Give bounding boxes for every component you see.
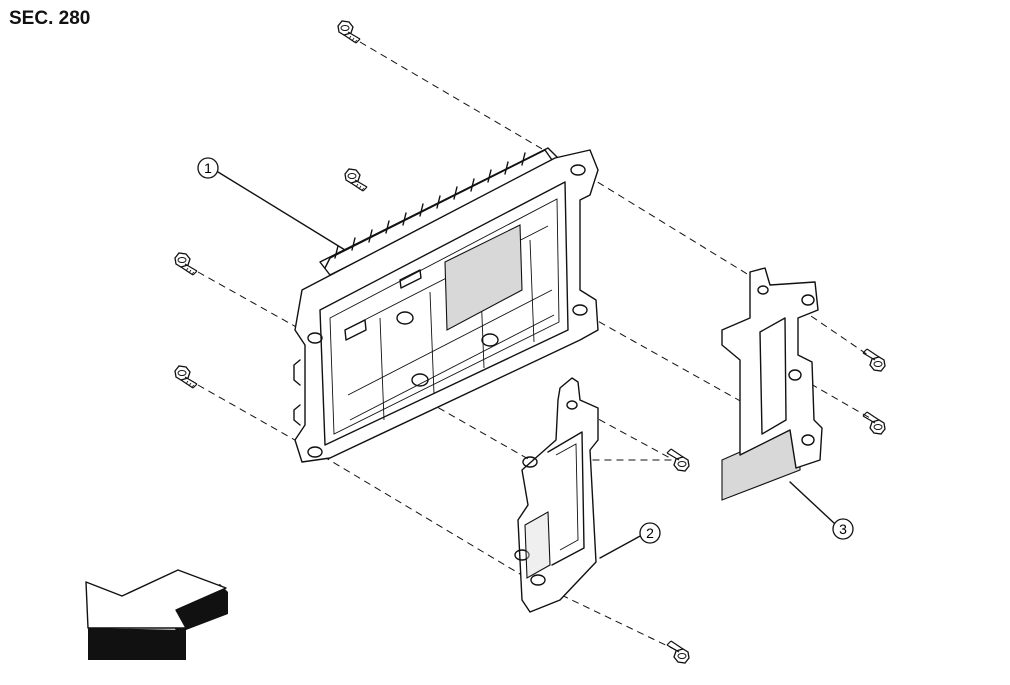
bolt-icon [174,252,198,276]
front-direction-arrow-icon [85,569,228,660]
callout-2: 2 [639,522,661,544]
callout-1-label: 1 [204,160,212,176]
callout-leaders [217,171,835,559]
callout-3-label: 3 [839,521,847,537]
callout-1: 1 [197,157,219,179]
control-unit [293,147,599,463]
callout-3: 3 [832,518,854,540]
bolt-icon [666,640,690,664]
bolt-icon [862,348,886,372]
bolt-icon [344,168,368,192]
bolt-icon [174,365,198,389]
rear-bracket [721,267,823,501]
bolt-icon [337,20,361,44]
callout-2-label: 2 [646,525,654,541]
front-bracket [514,377,599,613]
section-label: SEC. 280 [9,8,91,29]
